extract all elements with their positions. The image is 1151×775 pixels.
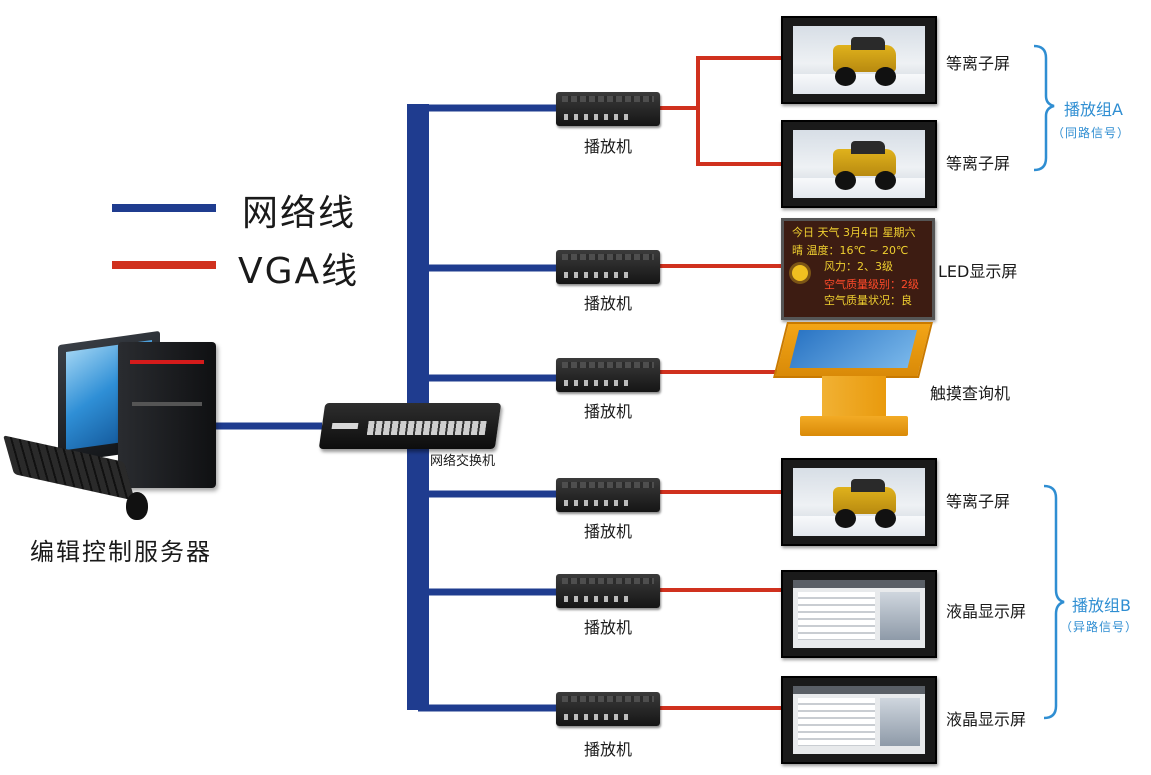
led-line-4: 空气质量级别：2级 xyxy=(824,278,919,291)
player-label: 播放机 xyxy=(583,402,632,421)
server-label: 编辑控制服务器 xyxy=(30,538,212,566)
kiosk-screen xyxy=(773,322,933,378)
display-label: LED显示屏 xyxy=(938,262,1018,281)
server-tower xyxy=(118,342,216,488)
led-line-3: 风力：2、3级 xyxy=(824,260,893,273)
group-a-brace xyxy=(1033,44,1055,172)
display-label: 液晶显示屏 xyxy=(946,602,1027,621)
kiosk-base xyxy=(800,416,908,436)
network-switch xyxy=(318,403,502,449)
display-label: 等离子屏 xyxy=(946,54,1011,73)
led-line-5: 空气质量状况：良 xyxy=(824,294,912,307)
player-box xyxy=(556,692,660,726)
player-label: 播放机 xyxy=(583,522,632,541)
plasma-screen xyxy=(781,458,937,546)
legend-vga-label: VGA线 xyxy=(238,251,360,292)
player-box xyxy=(556,250,660,284)
led-line-2: 晴 温度：16℃ ~ 20℃ xyxy=(792,244,909,257)
sun-icon xyxy=(792,265,808,281)
mouse-icon xyxy=(126,492,148,520)
led-sign: 今日 天气 3月4日 星期六 晴 温度：16℃ ~ 20℃ 风力：2、3级 空气… xyxy=(781,218,935,320)
legend-network-label: 网络线 xyxy=(242,193,357,234)
vga-player1-plasma1 xyxy=(660,56,782,110)
player-box xyxy=(556,478,660,512)
display-label: 液晶显示屏 xyxy=(946,710,1027,729)
vga-player1-plasma2 xyxy=(696,108,782,166)
plasma-screen xyxy=(781,120,937,208)
player-label: 播放机 xyxy=(583,740,632,759)
lcd-screen xyxy=(781,570,937,658)
plasma-screen xyxy=(781,16,937,104)
led-line-1: 今日 天气 3月4日 星期六 xyxy=(792,226,916,239)
display-label: 等离子屏 xyxy=(946,492,1011,511)
player-box xyxy=(556,358,660,392)
player-label: 播放机 xyxy=(583,618,632,637)
display-label: 等离子屏 xyxy=(946,154,1011,173)
group-b-brace xyxy=(1043,484,1065,720)
group-a-title: 播放组A xyxy=(1064,100,1123,119)
player-label: 播放机 xyxy=(583,137,632,156)
player-label: 播放机 xyxy=(583,294,632,313)
player-box xyxy=(556,92,660,126)
kiosk-stand xyxy=(822,376,886,418)
display-label: 触摸查询机 xyxy=(930,384,1011,403)
group-b-title: 播放组B xyxy=(1072,596,1131,615)
vga-lines xyxy=(660,56,790,710)
player-box xyxy=(556,574,660,608)
group-a-subtitle: （同路信号） xyxy=(1052,126,1131,140)
group-b-subtitle: （异路信号） xyxy=(1060,620,1139,634)
lcd-screen xyxy=(781,676,937,764)
switch-label: 网络交换机 xyxy=(430,454,496,469)
